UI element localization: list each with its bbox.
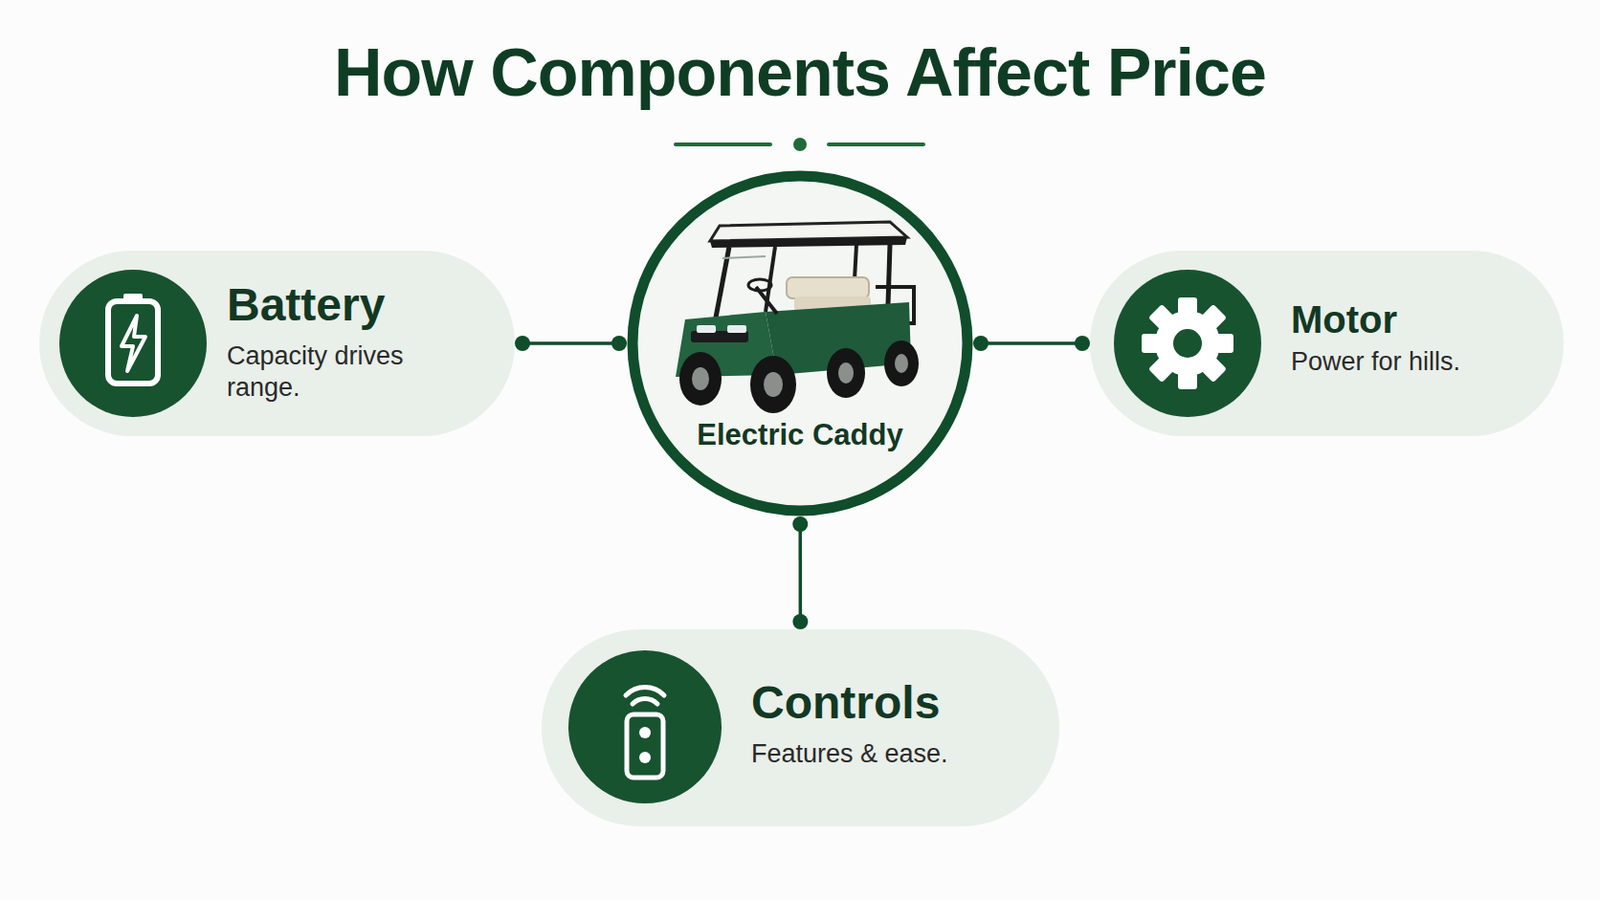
gear-icon-part-part bbox=[1141, 333, 1163, 354]
remote-icon-part bbox=[626, 714, 664, 778]
connector-dot bbox=[973, 335, 989, 352]
golf-cart-illustration-part bbox=[696, 325, 716, 334]
golf-cart-illustration bbox=[675, 222, 919, 414]
connector bbox=[792, 516, 808, 630]
gear-icon-part bbox=[1141, 297, 1234, 390]
battery-icon bbox=[59, 269, 207, 418]
connector-dot bbox=[514, 335, 531, 352]
center-circle: Electric Caddy bbox=[626, 170, 974, 517]
card-description: Power for hills. bbox=[1290, 346, 1550, 378]
battery-icon-part bbox=[121, 315, 146, 372]
connector-dot bbox=[792, 516, 808, 533]
golf-cart-illustration-part bbox=[786, 277, 869, 299]
golf-cart-illustration-part bbox=[894, 354, 909, 374]
connector-line bbox=[798, 524, 802, 623]
golf-cart-illustration-part bbox=[826, 348, 866, 399]
golf-cart-illustration-part bbox=[715, 246, 730, 318]
title-rule bbox=[675, 137, 924, 152]
gear-icon-part-part bbox=[1148, 354, 1178, 383]
gear-icon-part-part bbox=[1177, 368, 1198, 390]
card-description: Features & ease. bbox=[751, 738, 1039, 771]
component-card: MotorPower for hills. bbox=[1089, 250, 1564, 437]
card-description: Capacity drives range. bbox=[226, 340, 457, 404]
golf-cart-illustration-part bbox=[748, 279, 772, 291]
golf-cart-illustration-part bbox=[710, 237, 908, 248]
gear-icon bbox=[1113, 269, 1262, 418]
battery-icon-part bbox=[59, 269, 207, 418]
gear-icon-part bbox=[1113, 269, 1262, 418]
golf-cart-illustration-part bbox=[765, 246, 776, 312]
golf-cart-illustration-part bbox=[675, 311, 778, 378]
battery-icon-part bbox=[108, 301, 158, 384]
remote-icon-part bbox=[568, 650, 722, 804]
golf-cart-illustration-part bbox=[765, 302, 912, 376]
golf-cart-illustration-part bbox=[763, 372, 783, 398]
golf-cart-illustration-part bbox=[853, 244, 857, 297]
golf-cart-illustration-part bbox=[727, 325, 747, 334]
center-label: Electric Caddy bbox=[626, 417, 974, 454]
golf-cart-illustration-part bbox=[888, 244, 890, 305]
title-rule-part bbox=[828, 142, 924, 147]
gear-icon-part-part bbox=[1155, 311, 1221, 377]
golf-cart-illustration-part bbox=[710, 222, 908, 242]
gear-icon-part-part bbox=[1212, 333, 1234, 354]
card-heading: Controls bbox=[751, 675, 1039, 733]
gear-icon-part-part bbox=[1177, 297, 1198, 319]
golf-cart-illustration-part bbox=[794, 296, 871, 312]
remote-icon-part bbox=[639, 727, 651, 739]
connector-dot bbox=[1074, 335, 1090, 352]
title-rule-part bbox=[675, 142, 771, 147]
gear-icon-part-part bbox=[1148, 304, 1178, 334]
connector bbox=[514, 335, 627, 352]
connector-dot bbox=[792, 614, 808, 630]
component-card: BatteryCapacity drives range. bbox=[39, 250, 515, 437]
diagram-title: How Components Affect Price bbox=[0, 34, 1600, 112]
gear-icon-part-part bbox=[1198, 304, 1227, 334]
golf-cart-illustration-part bbox=[722, 256, 766, 259]
golf-cart-illustration-part bbox=[750, 355, 797, 414]
golf-cart-illustration-part bbox=[691, 367, 710, 391]
golf-cart-illustration-part bbox=[875, 287, 914, 324]
remote-icon bbox=[568, 650, 722, 804]
golf-cart-illustration-part bbox=[679, 352, 722, 406]
golf-cart-illustration-part bbox=[838, 362, 854, 384]
gear-icon-part-part bbox=[1173, 329, 1202, 358]
battery-icon-part bbox=[123, 293, 143, 304]
circle-outline bbox=[632, 176, 968, 512]
golf-cart-illustration-part bbox=[690, 331, 749, 343]
card-heading: Motor bbox=[1290, 296, 1550, 344]
card-heading: Battery bbox=[226, 277, 505, 334]
connector bbox=[973, 335, 1090, 352]
remote-icon-part bbox=[625, 688, 665, 696]
component-card: ControlsFeatures & ease. bbox=[541, 629, 1060, 827]
connector-line bbox=[522, 341, 620, 346]
remote-icon-part bbox=[632, 698, 658, 705]
golf-cart-illustration-part bbox=[884, 340, 919, 387]
connector-line bbox=[980, 341, 1083, 346]
title-rule-part bbox=[793, 137, 807, 152]
gear-icon-part-part bbox=[1198, 354, 1227, 383]
circle-outline bbox=[626, 170, 974, 517]
golf-cart-illustration-part bbox=[755, 287, 778, 314]
connector-dot bbox=[611, 335, 627, 352]
remote-icon-part bbox=[639, 752, 651, 764]
